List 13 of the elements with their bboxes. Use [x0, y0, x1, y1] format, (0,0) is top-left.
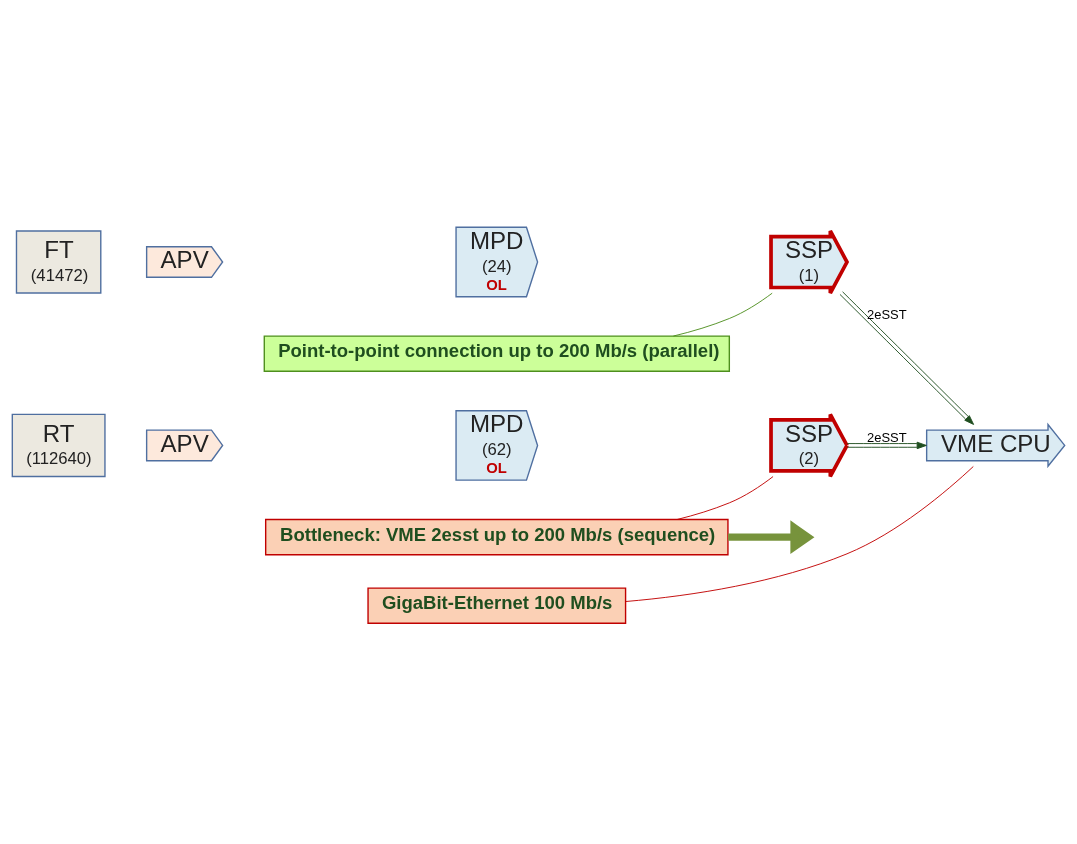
arrow [728, 519, 815, 554]
node-box: RT (112640) [11, 413, 106, 477]
arrow [846, 441, 927, 449]
connector [676, 475, 774, 520]
node-box: GigaBit-Ethernet 100 Mb/s [367, 586, 627, 624]
connector [672, 292, 773, 336]
node-box: Bottleneck: VME 2esst up to 200 Mb/s (sequence) [265, 518, 729, 555]
node-box: FT (41472) [15, 229, 102, 294]
connector [625, 465, 974, 602]
node-box: Point-to-point connection up to 200 Mb/s (parallel) [263, 334, 731, 372]
arrow [839, 290, 975, 425]
edge-label: 2eSST [867, 306, 907, 322]
edge-label: 2eSST [867, 429, 907, 445]
